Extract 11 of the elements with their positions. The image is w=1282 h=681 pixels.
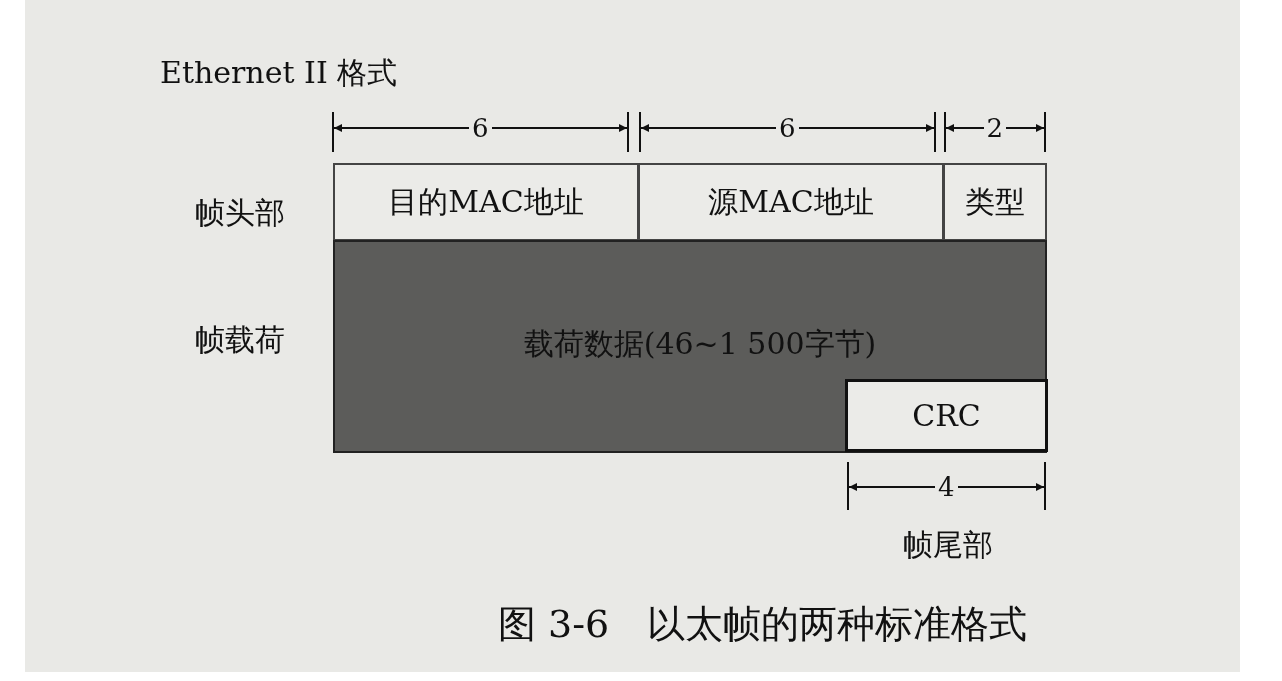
header-field-box: 目的MAC地址 [333,163,639,241]
crc-field-box: CRC [845,379,1048,452]
header-field-box: 类型 [943,163,1047,241]
payload-text: 载荷数据(46~1 500字节) [523,325,877,363]
row-label: 帧头部 [195,198,285,228]
figure-caption: 图 3-6 以太帧的两种标准格式 [498,605,1028,643]
row-label: 帧载荷 [195,325,285,355]
header-field-box: 源MAC地址 [638,163,944,241]
row-label: 帧尾部 [903,530,993,560]
diagram-title: Ethernet II 格式 [160,58,398,88]
payload-area [333,240,1047,453]
